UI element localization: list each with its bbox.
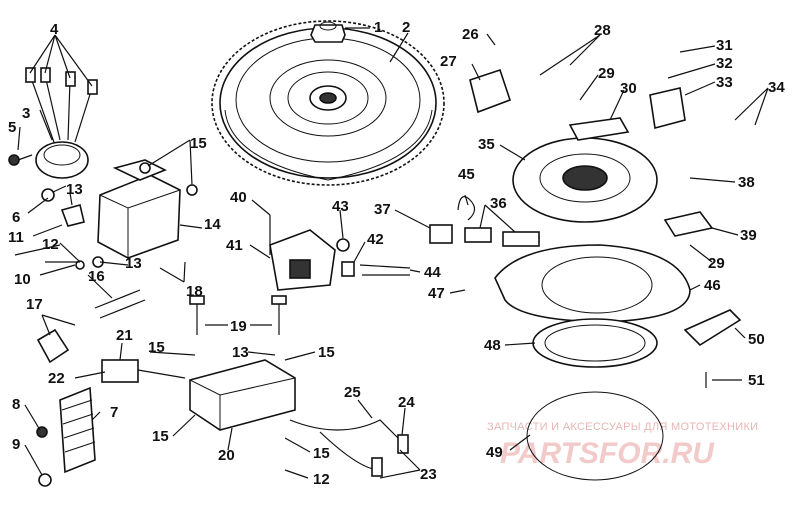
callout-29-bottom: 29 [708, 255, 725, 272]
callout-15-top: 15 [190, 135, 207, 152]
callout-29-top: 29 [598, 65, 615, 82]
callout-40: 40 [230, 189, 247, 206]
callout-15-right: 15 [318, 344, 335, 361]
washer-12 [75, 260, 85, 270]
terminals-44 [359, 264, 411, 276]
callout-12-left: 12 [42, 236, 59, 253]
flywheel-nut [310, 21, 346, 43]
callout-24: 24 [398, 394, 415, 411]
callout-51: 51 [748, 372, 765, 389]
power-pack [97, 159, 181, 259]
callout-28: 28 [594, 22, 611, 39]
callout-8: 8 [12, 396, 20, 413]
callout-30: 30 [620, 80, 637, 97]
clip-43 [336, 238, 350, 252]
callout-42: 42 [367, 231, 384, 248]
callout-33: 33 [716, 74, 733, 91]
stator-coil-33 [649, 87, 686, 130]
sensor-37 [429, 224, 453, 244]
callout-46: 46 [704, 277, 721, 294]
terminal-block [59, 386, 96, 474]
callout-15-bottom: 15 [313, 445, 330, 462]
callout-45: 45 [458, 166, 475, 183]
callout-9: 9 [12, 436, 20, 453]
watermark-brand: PARTSFOR.RU [500, 437, 715, 470]
callout-13-upper: 13 [66, 181, 83, 198]
ring-49 [526, 391, 664, 481]
callout-13-lower: 13 [125, 255, 142, 272]
armature-plate [494, 244, 691, 323]
callout-5: 5 [8, 119, 16, 136]
washers-15 [139, 162, 198, 196]
wiring-23 [289, 419, 409, 477]
callout-7: 7 [110, 404, 118, 421]
screw-9 [38, 473, 52, 487]
plate-30 [568, 117, 630, 141]
bracket-39 [663, 211, 714, 237]
connector-42 [341, 261, 355, 277]
hose-18 [164, 238, 211, 269]
callout-17: 17 [26, 296, 43, 313]
weight-50 [683, 309, 742, 347]
callout-39: 39 [740, 227, 757, 244]
callout-27: 27 [440, 53, 457, 70]
retainer-48 [532, 318, 658, 368]
watermark-tagline: ЗАПЧАСТИ И АКСЕССУАРЫ ДЛЯ МОТОТЕХНИКИ [487, 421, 758, 433]
ignition-coil-leads [25, 67, 98, 179]
callout-23: 23 [420, 466, 437, 483]
callout-22: 22 [48, 370, 65, 387]
callout-36: 36 [490, 195, 507, 212]
callout-49: 49 [486, 444, 503, 461]
boot-17 [36, 328, 70, 364]
callout-35: 35 [478, 136, 495, 153]
callout-12-bottom: 12 [313, 471, 330, 488]
timer-base [512, 137, 658, 223]
callout-43: 43 [332, 198, 349, 215]
spring-45 [457, 196, 476, 221]
callout-16: 16 [88, 268, 105, 285]
bolts-19 [189, 295, 287, 335]
callout-32: 32 [716, 55, 733, 72]
callout-18: 18 [186, 283, 203, 300]
callout-21: 21 [116, 327, 133, 344]
sleeve-16 [94, 289, 146, 319]
tubes-36 [464, 227, 540, 247]
callout-15-bottom-left: 15 [152, 428, 169, 445]
callout-38: 38 [738, 174, 755, 191]
callout-47: 47 [428, 285, 445, 302]
switch-41 [269, 229, 336, 291]
leader-lines [17, 27, 769, 479]
callout-2: 2 [402, 19, 410, 36]
callout-44: 44 [424, 264, 441, 281]
callout-15-left: 15 [148, 339, 165, 356]
callout-41: 41 [226, 237, 243, 254]
screw-5 [8, 154, 33, 166]
callout-1: 1 [374, 19, 382, 36]
callout-26: 26 [462, 26, 479, 43]
callout-3: 3 [22, 105, 30, 122]
callout-13-mid: 13 [232, 344, 249, 361]
callout-19: 19 [230, 318, 247, 335]
regulator [101, 359, 296, 431]
callout-25: 25 [344, 384, 361, 401]
callout-37: 37 [374, 201, 391, 218]
screw-10 [14, 244, 76, 276]
flywheel [211, 20, 445, 186]
callout-50: 50 [748, 331, 765, 348]
callout-6: 6 [12, 209, 20, 226]
callout-10: 10 [14, 271, 31, 288]
callout-34: 34 [768, 79, 785, 96]
callout-4: 4 [50, 21, 59, 38]
stator-coil-27 [469, 68, 512, 114]
callout-20: 20 [218, 447, 235, 464]
clip-11 [60, 204, 85, 227]
callout-11: 11 [8, 229, 24, 246]
callout-labels: 1 2 3 4 5 6 7 8 9 10 11 12 12 13 13 13 1… [8, 19, 785, 488]
callout-31: 31 [716, 37, 733, 54]
callout-48: 48 [484, 337, 501, 354]
screw-6 [41, 185, 67, 202]
callout-14: 14 [204, 216, 221, 233]
